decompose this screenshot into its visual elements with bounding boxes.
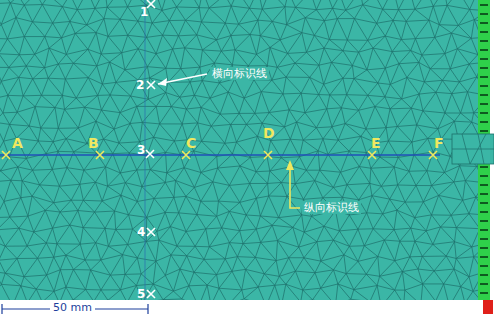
constraint-tick	[480, 229, 488, 231]
mesh-edges	[0, 0, 478, 300]
x-mark	[147, 290, 155, 298]
constraint-tick	[480, 184, 488, 186]
constraint-tick	[480, 67, 488, 69]
callout-number: 1	[140, 6, 148, 18]
constraint-tick	[480, 211, 488, 213]
longitudinal-line	[0, 154, 440, 155]
constraint-tick	[480, 292, 488, 294]
constraint-tick	[480, 274, 488, 276]
constraint-tick	[480, 22, 488, 24]
constraint-tick	[480, 121, 488, 123]
mesh-lines	[0, 0, 478, 300]
constraint-tick	[480, 238, 488, 240]
constraint-tick	[480, 193, 488, 195]
constraint-tick	[480, 175, 488, 177]
point-letter: D	[263, 126, 275, 140]
scale-label: 50 mm	[50, 302, 95, 313]
constraint-tick	[480, 85, 488, 87]
leader-line	[290, 166, 300, 208]
protrusion-mesh	[452, 134, 494, 164]
constraint-tick	[480, 94, 488, 96]
point-letter: E	[371, 136, 381, 150]
protrusion	[452, 134, 494, 164]
callout-number: 2	[136, 79, 144, 91]
corner-mark	[483, 300, 493, 314]
point-marks	[2, 0, 437, 298]
x-mark	[2, 151, 10, 159]
constraint-tick	[480, 283, 488, 285]
x-mark	[96, 151, 104, 159]
x-mark	[368, 151, 376, 159]
constraint-tick	[480, 103, 488, 105]
constraint-tick	[480, 256, 488, 258]
x-mark	[182, 151, 190, 159]
callout-number: 5	[137, 288, 145, 300]
callout-number: 3	[137, 144, 145, 156]
x-mark	[429, 151, 437, 159]
x-mark	[147, 228, 155, 236]
constraint-tick	[480, 112, 488, 114]
constraint-tick	[480, 166, 488, 168]
constraint-tick	[480, 265, 488, 267]
constraint-tick	[480, 130, 488, 132]
arrowhead	[158, 78, 167, 86]
x-mark	[146, 150, 154, 158]
point-letter: C	[186, 136, 196, 150]
constraint-tick	[480, 76, 488, 78]
x-mark	[264, 151, 272, 159]
marker-label: 横向标识线	[210, 67, 269, 80]
constraint-tick	[480, 13, 488, 15]
constraint-tick	[480, 4, 488, 6]
constraint-tick	[480, 58, 488, 60]
marker-label: 纵向标识线	[302, 201, 361, 214]
point-letter: F	[434, 136, 444, 150]
point-letter: A	[12, 136, 23, 150]
arrowhead	[286, 160, 294, 170]
x-mark	[147, 81, 155, 89]
callout-number: 4	[137, 226, 145, 238]
constraint-tick	[480, 40, 488, 42]
constraint-tick	[480, 202, 488, 204]
point-letter: B	[88, 136, 99, 150]
constraint-tick	[480, 31, 488, 33]
constraint-tick	[480, 49, 488, 51]
constraint-tick	[480, 220, 488, 222]
constraint-tick	[480, 247, 488, 249]
